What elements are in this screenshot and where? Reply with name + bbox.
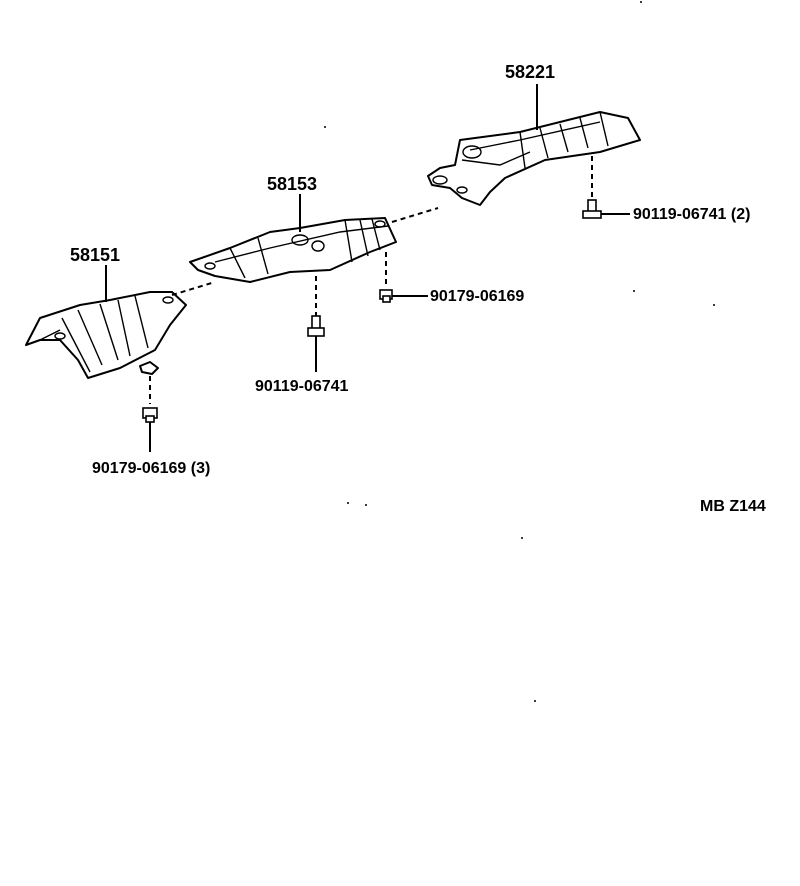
heat-insulator-58221 [427, 111, 641, 206]
heat-insulator-58151 [25, 291, 187, 379]
scan-specks [324, 1, 715, 702]
diagram-code: MB Z144 [700, 498, 766, 515]
bolt-right-icon [582, 199, 602, 219]
fastener-label-nut-left: 90179-06169 (3) [92, 460, 210, 477]
bolt-mid-icon [307, 315, 325, 337]
part-label-58153: 58153 [267, 174, 317, 194]
heat-insulator-58153 [189, 217, 397, 283]
nut-left-icon [142, 407, 158, 423]
fastener-label-bolt-right: 90119-06741 (2) [633, 206, 750, 223]
part-label-58151: 58151 [70, 245, 120, 265]
part-label-58221: 58221 [505, 62, 555, 82]
assembly-line-58153-58221 [391, 207, 439, 223]
fastener-label-bolt-mid: 90119-06741 [255, 378, 349, 395]
fastener-label-nut-mid: 90179-06169 [430, 288, 524, 305]
assembly-line-58151-58153 [171, 281, 216, 296]
nut-mid-icon [379, 289, 393, 303]
